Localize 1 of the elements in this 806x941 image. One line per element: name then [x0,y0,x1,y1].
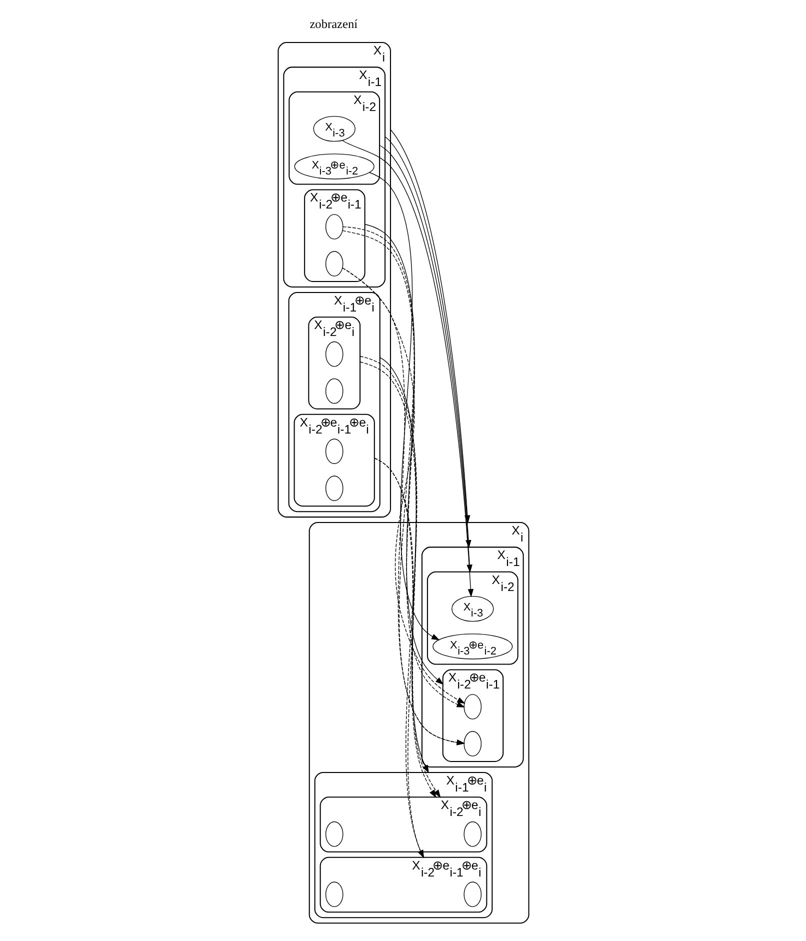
label: zobrazení [309,16,358,31]
